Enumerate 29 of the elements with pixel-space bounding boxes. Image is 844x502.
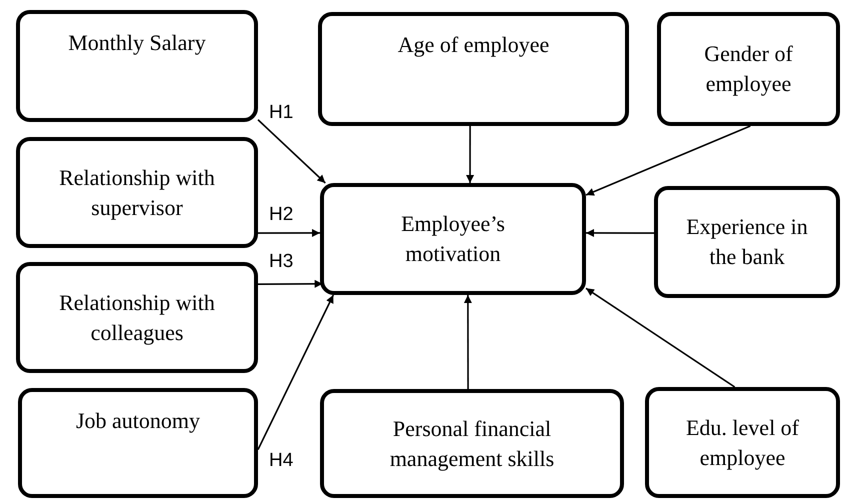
node-text: Monthly Salary: [68, 29, 206, 57]
node-text: Personal financial management skills: [388, 414, 556, 473]
rounded-box: [18, 388, 258, 498]
rounded-box: [320, 183, 586, 295]
node-text: Gender of employee: [703, 40, 794, 98]
arrow: [258, 228, 320, 237]
rounded-box: [645, 387, 840, 498]
node-text: Relationship with supervisor: [58, 164, 216, 222]
arrow: [258, 280, 323, 288]
node-text: Edu. level of employee: [684, 414, 800, 472]
arrow: [586, 228, 654, 237]
arrow: [586, 125, 751, 196]
rounded-box: [320, 389, 624, 498]
node-text: Relationship with colleagues: [58, 288, 216, 347]
arrow: [464, 295, 472, 389]
node-text: Age of employee: [398, 31, 550, 59]
rounded-box: [654, 186, 840, 298]
rounded-box: [318, 12, 629, 126]
node-text: Employee’s motivation: [400, 210, 506, 268]
node-text: Experience in the bank: [685, 213, 809, 271]
arrow: [257, 119, 326, 184]
rounded-box: [16, 137, 258, 248]
node-text: Job autonomy: [76, 407, 200, 435]
rounded-box: [16, 262, 258, 373]
arrow: [257, 294, 334, 450]
arrow: [586, 288, 736, 388]
arrow: [466, 126, 474, 183]
rounded-box: [16, 10, 258, 122]
rounded-box: [657, 12, 840, 126]
